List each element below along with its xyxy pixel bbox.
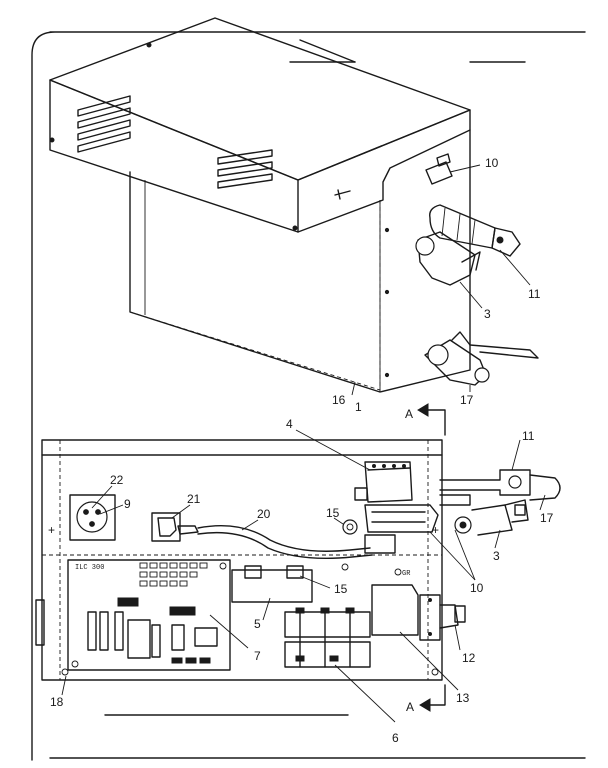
part-9-receptacle (69, 494, 116, 541)
callout-17-bottom: 17 (540, 511, 554, 525)
callout-12: 12 (462, 651, 476, 665)
part-10-fitting-iso (425, 153, 453, 185)
section-arrow-top: A (405, 403, 446, 436)
lower-body (129, 172, 381, 391)
cover-top (49, 17, 471, 181)
part-15-grommet (342, 519, 358, 535)
part-3-valve-section (454, 499, 529, 536)
callout-17-top: 17 (460, 393, 474, 407)
steam-generator-iso-view (49, 17, 539, 393)
callout-11-bottom: 11 (522, 429, 535, 443)
callout-15-a: 15 (326, 506, 340, 520)
callout-9: 9 (124, 497, 131, 511)
part-20-cable (197, 525, 371, 552)
part-6-terminal-blocks (284, 607, 371, 668)
callout-22: 22 (110, 473, 124, 487)
ground-label: GR (402, 570, 411, 578)
callout-11-top: 11 (528, 287, 541, 301)
callout-18: 18 (50, 695, 64, 709)
control-box-section-view: + + (35, 439, 561, 681)
callout-3-top: 3 (484, 307, 491, 321)
cover-vents-left (77, 95, 131, 153)
section-arrow-bottom: A (406, 684, 446, 714)
callout-10-bottom: 10 (470, 581, 484, 595)
board-label: ILC 300 (75, 564, 104, 572)
callout-15-b: 15 (334, 582, 348, 596)
lower-body-outline (129, 129, 471, 393)
svg-text:+: + (48, 523, 55, 537)
part-11-heater-section (439, 469, 561, 506)
section-a-bottom-label: A (406, 700, 414, 714)
part-21-connector (151, 512, 199, 542)
top-leaders (351, 164, 531, 396)
part-10-manifold (364, 504, 439, 554)
part-5-transformer (231, 565, 313, 603)
callout-21: 21 (187, 492, 201, 506)
callout-5: 5 (254, 617, 261, 631)
part-12-pressure-switch (371, 584, 466, 641)
part-11-heater-iso (429, 204, 521, 257)
cover-front (49, 79, 299, 233)
callout-1-top: 1 (355, 400, 362, 414)
callout-7: 7 (254, 649, 261, 663)
callout-6: 6 (392, 731, 399, 745)
part-4-contactor (354, 461, 413, 503)
part-3-valve-iso (415, 231, 481, 286)
cover-vents-right (217, 149, 273, 189)
callout-10-top: 10 (485, 156, 499, 170)
callout-16-top: 16 (332, 393, 346, 407)
control-box-outline (41, 439, 443, 681)
part-7-circuit-board: ILC 300 (67, 559, 231, 671)
outer-frame (31, 31, 586, 761)
part-17-drain-valve-iso (424, 331, 539, 386)
callout-3-bottom: 3 (493, 549, 500, 563)
section-a-top-label: A (405, 407, 413, 421)
bottom-leaders (61, 429, 546, 723)
callout-20: 20 (257, 507, 271, 521)
cover-side (297, 109, 471, 233)
callout-13: 13 (456, 691, 470, 705)
svg-text:+: + (432, 523, 439, 537)
callout-4: 4 (286, 417, 293, 431)
